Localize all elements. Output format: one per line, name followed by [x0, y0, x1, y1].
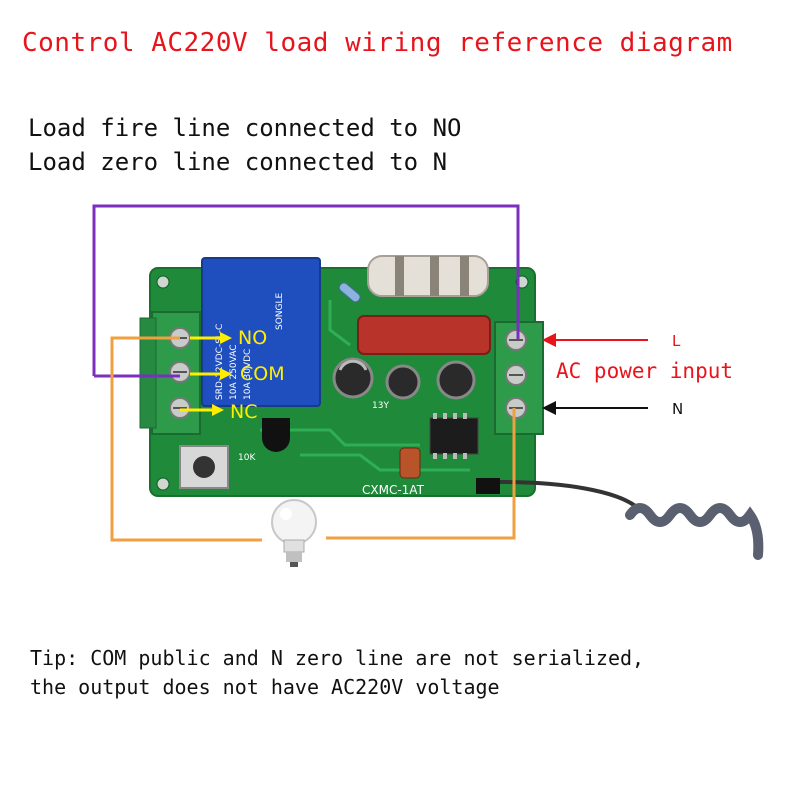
right-terminal-block: [494, 321, 544, 435]
antenna: [499, 480, 764, 560]
label-ac-power-input: AC power input: [556, 359, 733, 383]
label-nc: NC: [230, 401, 257, 423]
transistor: [262, 418, 290, 452]
tactile-button: [179, 445, 229, 489]
tip-line-2: the output does not have AC220V voltage: [30, 675, 500, 699]
orange-wire-left: [110, 336, 262, 542]
relay-body: [201, 257, 321, 407]
board-model-text: CXMC-1AT: [362, 483, 425, 497]
cap-label: 13Y: [372, 401, 389, 411]
inductor: [399, 447, 421, 479]
film-capacitor: [357, 315, 491, 355]
electrolytic-capacitors: 13Y: [332, 357, 476, 411]
jumper: [476, 478, 500, 494]
purple-wire: [92, 204, 520, 376]
tip-line-1: Tip: COM public and N zero line are not …: [30, 646, 645, 670]
small-resistor: [338, 282, 361, 303]
relay-rating-2-text: 10A 30VDC: [243, 349, 253, 400]
mounting-hole: [156, 477, 170, 491]
label-no: NO: [238, 327, 267, 349]
arrow-n-icon: [542, 401, 556, 415]
relay: SRD-12VDC-SL-C 10A 250VAC 10A 30VDC SONG…: [201, 257, 321, 407]
right-terminal-labels: L AC power input N: [542, 332, 733, 418]
mounting-hole: [156, 275, 170, 289]
ceramic-resistor: [367, 255, 489, 297]
relay-rating-1-text: 10A 250VAC: [229, 344, 239, 400]
ic-chip: [429, 413, 479, 459]
instruction-fire-line: Load fire line connected to NO: [28, 114, 462, 142]
instruction-zero-line: Load zero line connected to N: [28, 148, 448, 176]
label-com: COM: [240, 363, 285, 385]
relay-brand-text: SONGLE: [275, 292, 285, 330]
arrow-l-icon: [542, 333, 556, 347]
light-bulb-icon: [271, 499, 317, 567]
orange-wire-right: [326, 408, 516, 540]
diagram-title: Control AC220V load wiring reference dia…: [22, 28, 733, 58]
relay-model-text: SRD-12VDC-SL-C: [215, 324, 225, 400]
label-n: N: [672, 400, 683, 418]
resistor-label: 10K: [238, 453, 256, 463]
left-terminal-labels: NO COM NC: [180, 327, 285, 423]
label-l: L: [672, 332, 681, 350]
